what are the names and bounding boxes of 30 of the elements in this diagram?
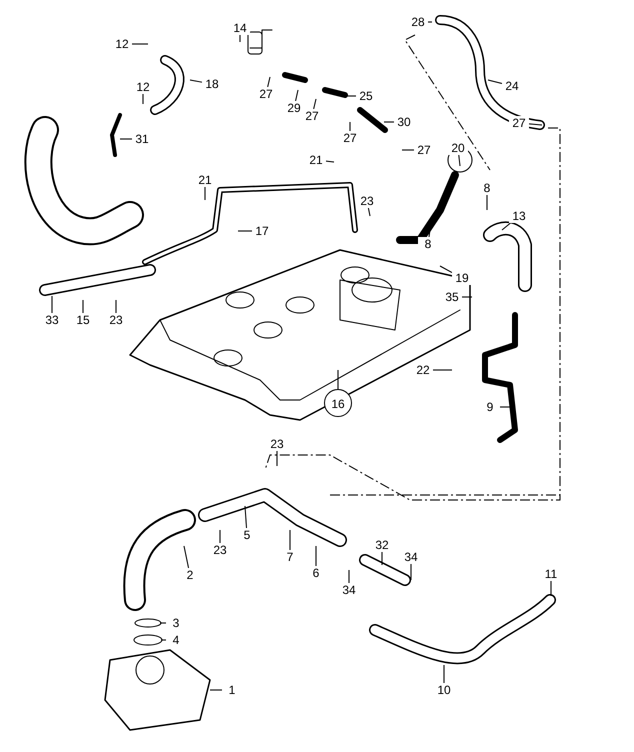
leader-line <box>238 230 252 232</box>
leader-line <box>160 622 166 624</box>
callout-number: 27 <box>509 116 529 130</box>
leader-line <box>204 186 206 200</box>
leader-line <box>142 94 144 104</box>
leader-line <box>488 80 502 84</box>
leader-line <box>348 570 350 584</box>
leader-line <box>410 564 412 580</box>
leader-line <box>368 208 370 216</box>
callout-number: 19 <box>452 271 472 285</box>
leader-line <box>458 154 460 166</box>
callout-number: 20 <box>448 141 468 155</box>
leader-line <box>462 296 472 298</box>
leader-line <box>502 222 511 230</box>
leader-line <box>190 80 202 83</box>
leader-line <box>244 506 248 528</box>
leader-line <box>550 580 552 596</box>
leader-line <box>184 546 190 568</box>
callout-number: 16 <box>324 389 352 417</box>
leader-line <box>276 450 278 466</box>
leader-line <box>120 138 132 140</box>
leader-line <box>440 266 452 274</box>
leader-line <box>528 123 542 126</box>
leader-line <box>486 194 488 210</box>
leader-line <box>295 90 298 102</box>
leader-line <box>82 300 84 314</box>
leader-line <box>326 160 334 162</box>
leader-line <box>267 76 270 88</box>
leader-line <box>313 98 316 110</box>
leader-line <box>428 230 430 238</box>
